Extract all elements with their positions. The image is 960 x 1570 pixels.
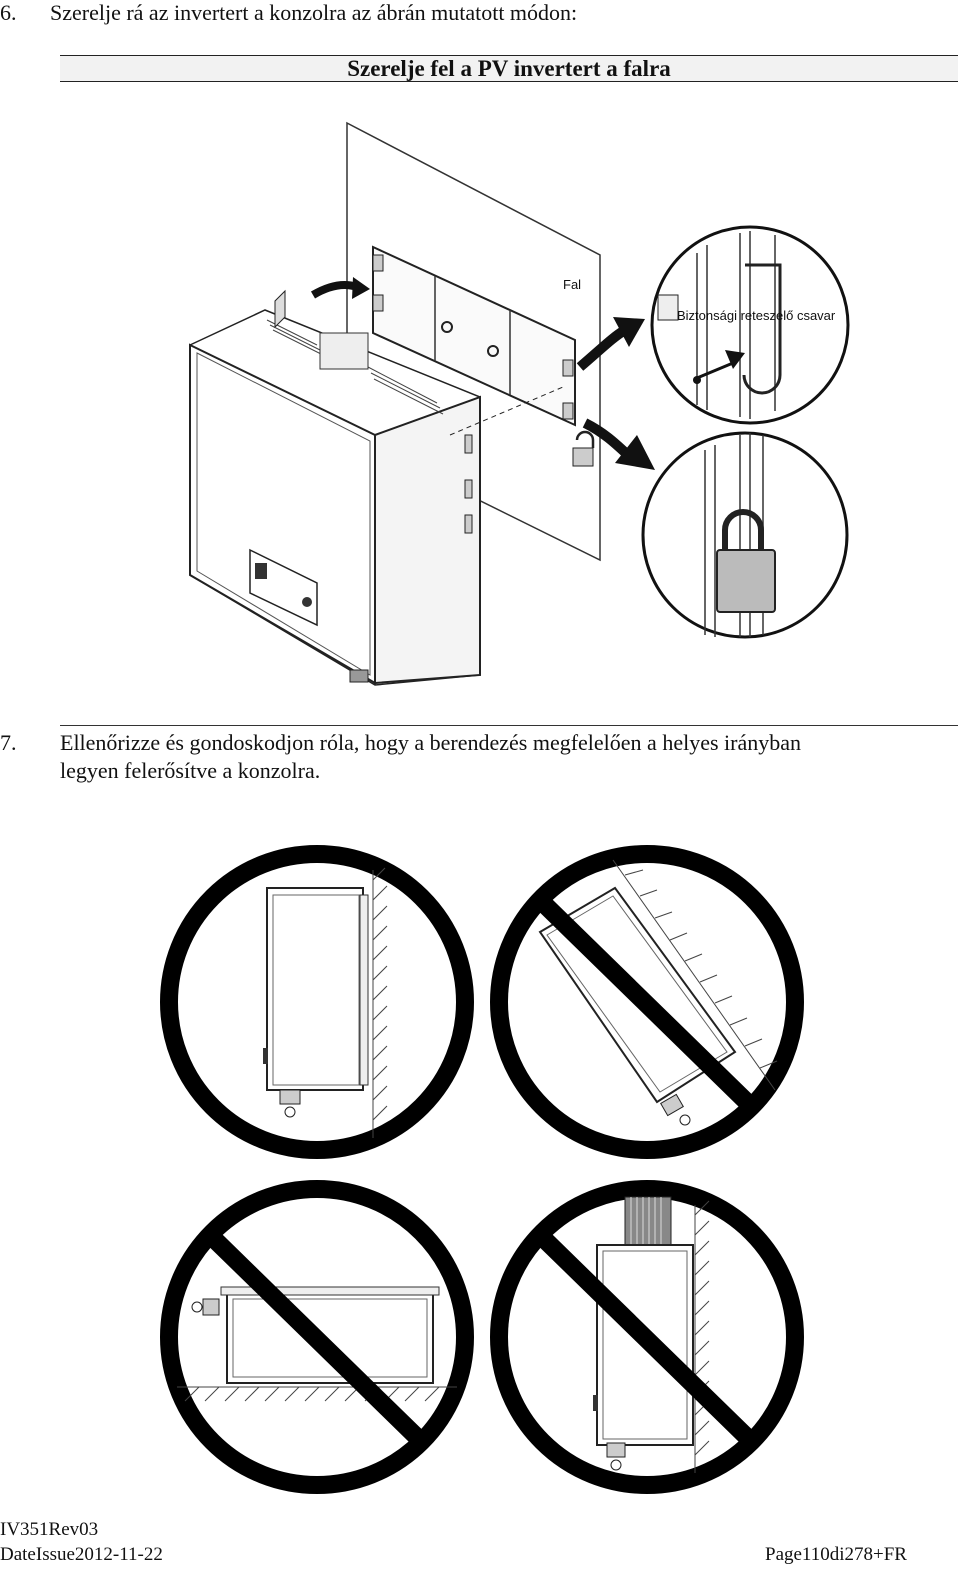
padlock-small-icon (572, 430, 595, 467)
zoom-detail-screw (650, 225, 850, 425)
mounting-illustration: Fal (189, 121, 850, 686)
step-7-line2: legyen felerősítve a konzolra. (60, 758, 321, 783)
orientation-correct (160, 845, 474, 1159)
footer-page: Page110di278+FR (765, 1544, 907, 1565)
step-7: 7. Ellenőrizze és gondoskodjon róla, hogy… (0, 730, 801, 756)
step-6: 6. Szerelje rá az invertert a konzolra az… (0, 0, 577, 26)
section-title-bar: Szerelje fel a PV invertert a falra (60, 55, 958, 82)
footer-date: DateIssue2012-11-22 (0, 1544, 163, 1565)
zoom-detail-padlock (641, 431, 849, 639)
section-title: Szerelje fel a PV invertert a falra (347, 56, 671, 81)
wall-label: Fal (563, 277, 581, 292)
orientation-tilted-prohibited (490, 845, 804, 1159)
step-7-number: 7. (0, 730, 17, 755)
orientation-horizontal-prohibited (160, 1180, 474, 1494)
inverter-box (189, 309, 481, 686)
footer-doc-id: IV351Rev03 (0, 1519, 99, 1540)
security-screw-label: Biztonsági reteszelő csavar (677, 308, 836, 323)
step-7-rule (60, 725, 958, 726)
step-6-number: 6. (0, 0, 17, 25)
step-7-line1: Ellenőrizze és gondoskodjon róla, hogy a… (60, 730, 801, 755)
step-6-text: Szerelje rá az invertert a konzolra az á… (50, 0, 578, 25)
orientation-upside-down-prohibited (490, 1180, 804, 1494)
wall-bracket (372, 245, 576, 427)
